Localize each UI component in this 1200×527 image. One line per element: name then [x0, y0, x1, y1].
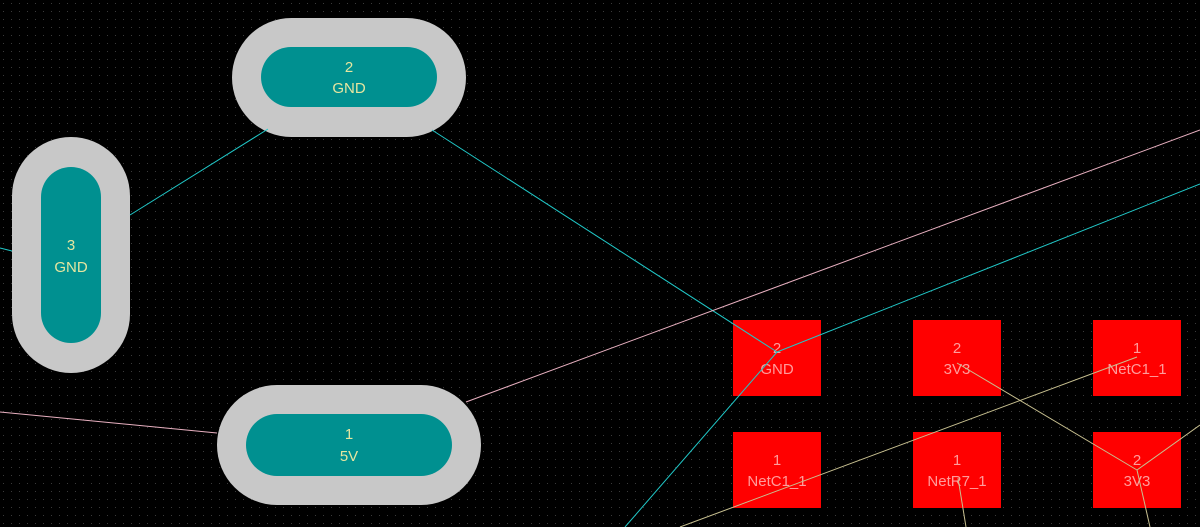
pad-net: 3V3	[944, 361, 971, 378]
ratsnest-gnd	[431, 129, 778, 353]
pad-net: GND	[332, 80, 366, 97]
ratsnest-3v3	[956, 362, 1138, 471]
pad-number: 1	[953, 452, 961, 469]
pad-net: NetC1_1	[1107, 361, 1166, 378]
ratsnest-5v	[465, 129, 1200, 403]
pad-net: 3V3	[1124, 473, 1151, 490]
pad-number: 2	[1133, 452, 1141, 469]
ratsnest-netr7	[957, 477, 967, 527]
pad-number: 2	[773, 340, 781, 357]
ratsnest-gnd	[0, 247, 13, 252]
pad-net: NetR7_1	[927, 473, 986, 490]
tht-pad-3-gnd[interactable]: 3 GND	[12, 137, 130, 373]
smd-pad-netc1-bottom[interactable]: 1 NetC1_1	[733, 432, 821, 508]
smd-pad-3v3-top[interactable]: 2 3V3	[913, 320, 1001, 396]
pad-net: GND	[760, 361, 794, 378]
smd-pad-gnd[interactable]: 2 GND	[733, 320, 821, 396]
ratsnest-3v3	[1136, 424, 1200, 471]
pad-number: 2	[953, 340, 961, 357]
ratsnest-netc1	[679, 356, 1138, 527]
ratsnest-3v3	[1136, 469, 1151, 527]
pad-net: 5V	[340, 448, 358, 465]
ratsnest-gnd	[129, 128, 269, 216]
tht-pad-2-gnd[interactable]: 2 GND	[232, 18, 466, 137]
ratsnest-gnd	[624, 351, 778, 527]
pad-net: NetC1_1	[747, 473, 806, 490]
ratsnest-gnd	[776, 183, 1200, 353]
tht-pad-1-5v[interactable]: 1 5V	[217, 385, 481, 505]
pad-number: 1	[773, 452, 781, 469]
pad-number: 1	[345, 426, 353, 443]
smd-pad-netc1-top[interactable]: 1 NetC1_1	[1093, 320, 1181, 396]
pad-number: 1	[1133, 340, 1141, 357]
pad-number: 3	[67, 237, 75, 254]
pad-net: GND	[54, 259, 88, 276]
ratsnest-5v	[0, 411, 218, 434]
pad-number: 2	[345, 59, 353, 76]
smd-pad-netr7[interactable]: 1 NetR7_1	[913, 432, 1001, 508]
